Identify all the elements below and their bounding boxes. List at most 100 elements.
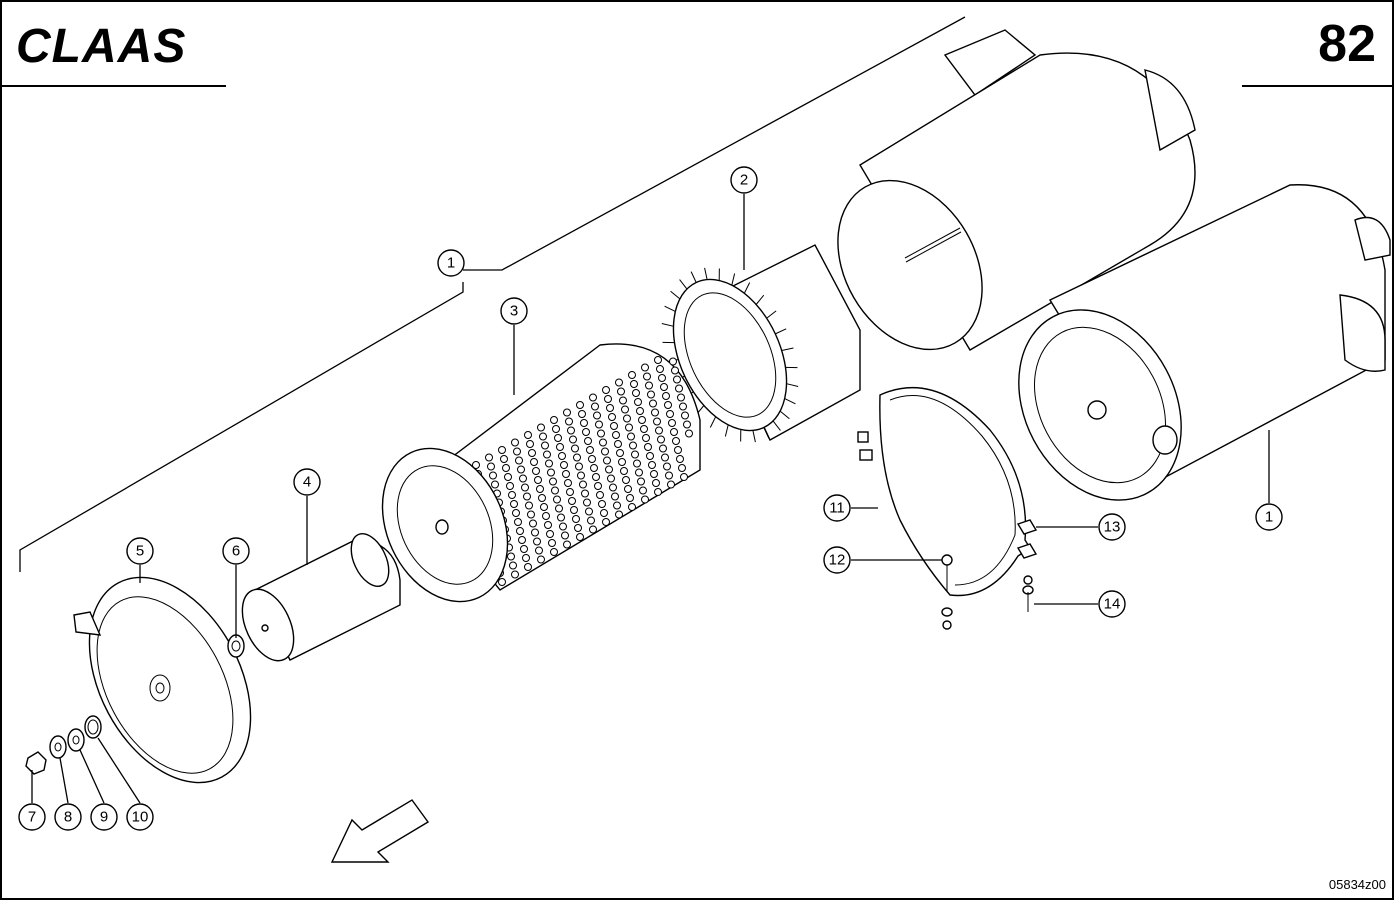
perforation [623, 414, 631, 423]
assembly-bracket-top [463, 16, 966, 271]
perforation [664, 401, 672, 409]
perforation [527, 510, 535, 519]
perforation [560, 461, 568, 469]
perforation [636, 407, 644, 415]
perforation [536, 485, 544, 493]
perforation [648, 461, 656, 469]
perforation [603, 456, 611, 465]
perforation [641, 495, 649, 504]
perforation [666, 410, 674, 418]
perforation [515, 456, 523, 465]
perforation [645, 381, 653, 390]
direction-arrow [330, 799, 430, 863]
callout: 12 [823, 546, 851, 574]
perforation [520, 545, 528, 553]
perforation [537, 423, 545, 432]
callout: 2 [730, 166, 758, 194]
perforation [597, 429, 605, 438]
perforation [633, 459, 641, 468]
perforation [591, 402, 599, 411]
fin [763, 427, 770, 439]
callout: 14 [1098, 590, 1126, 618]
perforation [526, 440, 534, 448]
leader-lines [31, 194, 1270, 804]
fin [766, 310, 777, 319]
callout: 6 [222, 537, 250, 565]
perforation [657, 435, 665, 444]
perforation [622, 476, 630, 484]
perforation [541, 441, 549, 450]
perforation [626, 494, 634, 502]
perforation [632, 389, 640, 397]
clamp-hardware [941, 554, 1034, 630]
perforation [618, 458, 626, 466]
page-number: 82 [1318, 15, 1376, 73]
safety-filter-element [661, 244, 861, 443]
perforation [524, 563, 532, 571]
perforation [651, 408, 659, 417]
perforation [573, 453, 581, 462]
perforation [519, 474, 527, 483]
perforation [676, 455, 684, 463]
fin [664, 305, 676, 312]
perforation [581, 489, 589, 498]
perforation [608, 413, 616, 421]
svg-text:7: 7 [28, 809, 36, 826]
perforation [621, 405, 629, 414]
perforation [577, 471, 585, 480]
svg-text:1: 1 [447, 255, 455, 272]
perforation [646, 452, 654, 460]
perforation [502, 464, 510, 472]
perforation [504, 473, 512, 481]
perforation [563, 540, 571, 549]
perforation [652, 479, 660, 487]
fin [743, 282, 751, 294]
perforation [587, 516, 595, 525]
svg-text:5: 5 [136, 543, 144, 560]
perforation [628, 371, 636, 379]
perforation [556, 443, 564, 451]
perforation [549, 477, 557, 486]
perforation [588, 455, 596, 463]
nut [227, 634, 245, 658]
perforation [613, 501, 621, 510]
callout: 4 [293, 468, 321, 496]
perforation [685, 429, 693, 438]
perforation [678, 464, 686, 472]
fin [731, 273, 736, 286]
perforation [528, 449, 536, 457]
perforation [599, 438, 607, 447]
perforation [579, 480, 587, 489]
perforation [545, 459, 553, 468]
perforation [537, 555, 545, 564]
perforation [596, 491, 604, 499]
air-filter-housing-lower [1018, 184, 1391, 501]
clamp-band [857, 387, 1038, 597]
perforation [679, 402, 687, 411]
perforation [643, 372, 651, 381]
perforation [523, 492, 531, 501]
perforation [524, 431, 532, 439]
fin [670, 290, 681, 300]
callout: 5 [126, 537, 154, 565]
perforation [617, 387, 625, 396]
fin [775, 328, 787, 335]
perforation [598, 500, 606, 508]
perforation [665, 471, 673, 480]
svg-text:8: 8 [64, 809, 72, 826]
perforation [550, 548, 558, 556]
perforation [557, 513, 565, 522]
perforation [667, 480, 675, 489]
perforation [552, 425, 560, 433]
fin [661, 323, 674, 327]
perforation [641, 363, 649, 372]
callout: 11 [823, 494, 851, 522]
perforation [513, 447, 521, 456]
perforation [637, 477, 645, 486]
perforation [535, 546, 543, 555]
perforation [668, 419, 676, 427]
inner-cartridge [241, 533, 401, 662]
assembly-bracket-left [19, 282, 464, 572]
perforation [635, 468, 643, 477]
